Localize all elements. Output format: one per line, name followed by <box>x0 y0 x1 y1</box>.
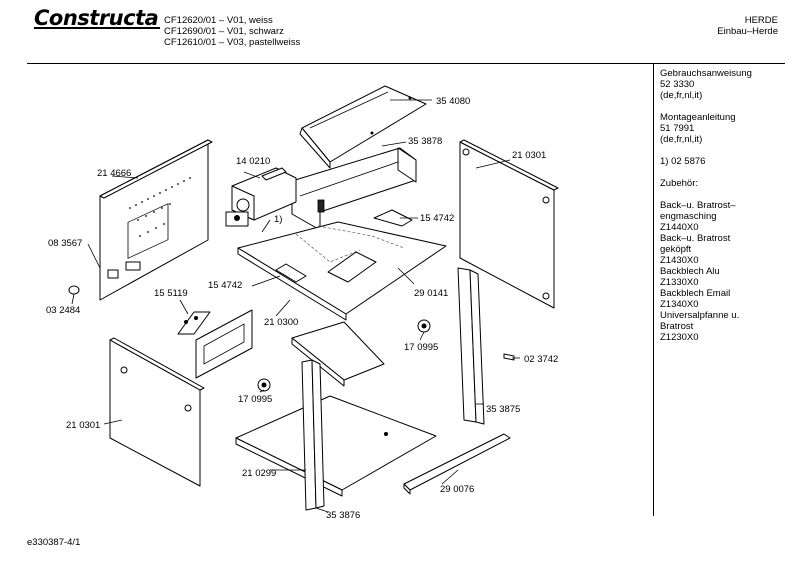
header-divider <box>27 63 785 64</box>
base-tray <box>237 209 447 321</box>
sidebar-line: Montageanleitung <box>660 112 736 123</box>
heater-frame <box>195 309 253 379</box>
part-label: 03 2484 <box>46 305 80 316</box>
sidebar-line: 51 7991 <box>660 123 695 134</box>
sidebar-line: Zubehör: <box>660 178 699 189</box>
top-cover-panel <box>299 85 427 169</box>
sidebar-line: Bratrost <box>660 321 694 332</box>
rear-wall-panel <box>99 139 213 301</box>
brand-logo: Constructa <box>34 6 161 30</box>
motor-fan-unit <box>225 167 297 227</box>
part-label: 15 5119 <box>154 288 188 299</box>
part-label: 21 0299 <box>242 468 276 479</box>
part-label: 08 3567 <box>48 238 82 249</box>
sidebar-line: (de,fr,nl,it) <box>660 134 703 145</box>
part-label: 02 3742 <box>524 354 558 365</box>
bottom-floor <box>235 395 437 497</box>
part-label: 15 4742 <box>420 213 454 224</box>
part-label: 17 0995 <box>238 394 272 405</box>
part-label: 35 4080 <box>436 96 470 107</box>
sidebar-line: Z1430X0 <box>660 255 699 266</box>
fan-guard <box>177 311 211 335</box>
document-code: e330387-4/1 <box>27 537 81 548</box>
part-label: 29 0141 <box>414 288 448 299</box>
knob-upper <box>417 319 431 333</box>
leader-lines <box>71 99 520 513</box>
part-label: 21 0300 <box>264 317 298 328</box>
sidebar-line: Gebrauchsanweisung <box>660 68 752 79</box>
side-wall-right <box>459 139 559 309</box>
sidebar-line: engmasching <box>660 211 717 222</box>
oven-shelf <box>291 321 385 387</box>
part-label: 21 0301 <box>66 420 100 431</box>
part-label: 35 3878 <box>408 136 442 147</box>
model-line: CF12610/01 – V03, pastellweiss <box>164 37 301 48</box>
screw-cap <box>68 285 80 295</box>
sidebar-line: Z1440X0 <box>660 222 699 233</box>
sidebar-divider <box>653 63 654 516</box>
sidebar-line: Universalpfanne u. <box>660 310 740 321</box>
screw <box>503 353 515 361</box>
sidebar-line: 1) 02 5876 <box>660 156 706 167</box>
part-label: 17 0995 <box>404 342 438 353</box>
side-wall-left <box>109 337 205 487</box>
part-label: 21 4666 <box>97 168 131 179</box>
part-label: 15 4742 <box>208 280 242 291</box>
cavity-frame <box>291 147 417 231</box>
sidebar-line: Z1330X0 <box>660 277 699 288</box>
part-label: 35 3875 <box>486 404 520 415</box>
part-label: 21 0301 <box>512 150 546 161</box>
part-label: 14 0210 <box>236 156 270 167</box>
sidebar-line: Backblech Alu <box>660 266 720 277</box>
model-line: CF12690/01 – V01, schwarz <box>164 26 284 37</box>
category-line: Einbau–Herde <box>717 26 778 37</box>
category-line: HERDE <box>744 15 778 26</box>
sidebar-line: Back–u. Bratrost <box>660 233 731 244</box>
part-label: 29 0076 <box>440 484 474 495</box>
sidebar-line: 52 3330 <box>660 79 695 90</box>
sidebar-line: Z1230X0 <box>660 332 699 343</box>
sidebar-line: geköpft <box>660 244 692 255</box>
model-list: CF12620/01 – V01, weiss CF12690/01 – V01… <box>164 15 300 48</box>
trim-strip <box>403 433 511 495</box>
knob-lower <box>257 378 271 392</box>
part-label: 35 3876 <box>326 510 360 521</box>
part-label: 1) <box>274 214 282 225</box>
model-line: CF12620/01 – V01, weiss <box>164 15 273 26</box>
side-rail-right <box>457 267 485 425</box>
sidebar-line: Backblech Email <box>660 288 731 299</box>
category: HERDE Einbau–Herde <box>717 15 778 37</box>
side-rail-left <box>301 359 325 511</box>
sidebar-line: Back–u. Bratrost– <box>660 200 736 211</box>
sidebar-line: Z1340X0 <box>660 299 699 310</box>
sidebar-line: (de,fr,nl,it) <box>660 90 703 101</box>
